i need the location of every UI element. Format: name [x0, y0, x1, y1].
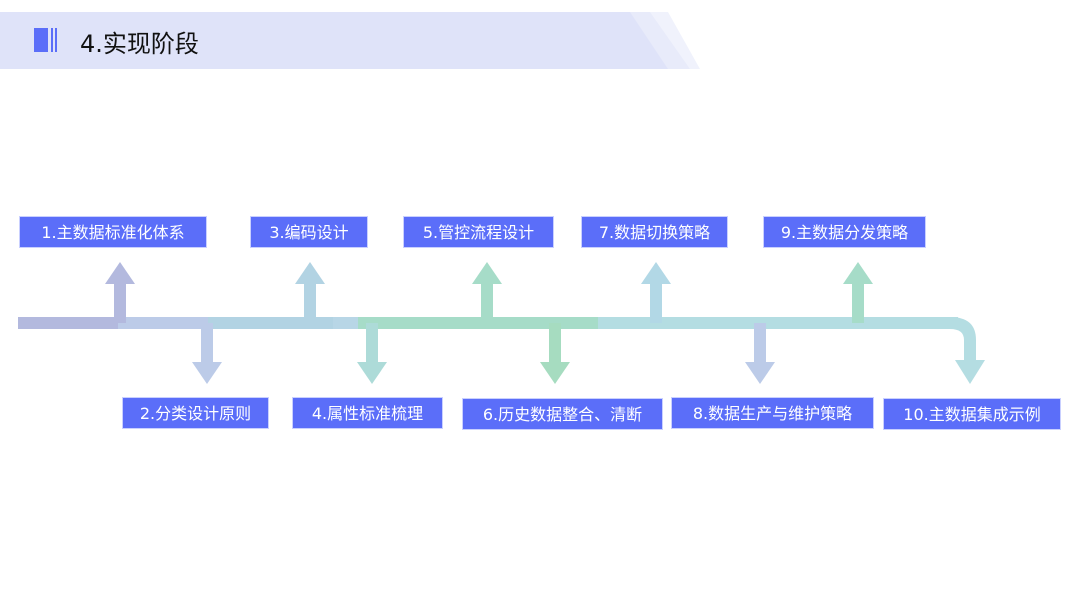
step-5: 5.管控流程设计 [403, 216, 554, 248]
title-marker-icon [34, 28, 48, 52]
step-4: 4.属性标准梳理 [292, 397, 443, 429]
step-7: 7.数据切换策略 [581, 216, 728, 248]
step-9: 9.主数据分发策略 [763, 216, 926, 248]
header-banner [0, 12, 700, 69]
down-arrows [192, 323, 985, 384]
step-10: 10.主数据集成示例 [883, 398, 1061, 430]
step-2: 2.分类设计原则 [122, 397, 269, 429]
page-title: 4.实现阶段 [80, 30, 199, 58]
step-8: 8.数据生产与维护策略 [671, 397, 874, 429]
up-arrows [105, 262, 873, 323]
step-1: 1.主数据标准化体系 [19, 216, 207, 248]
step-3: 3.编码设计 [250, 216, 368, 248]
step-6: 6.历史数据整合、清断 [462, 398, 663, 430]
main-track [18, 317, 976, 360]
title-marker-icon [55, 28, 57, 52]
title-marker-icon [51, 28, 53, 52]
